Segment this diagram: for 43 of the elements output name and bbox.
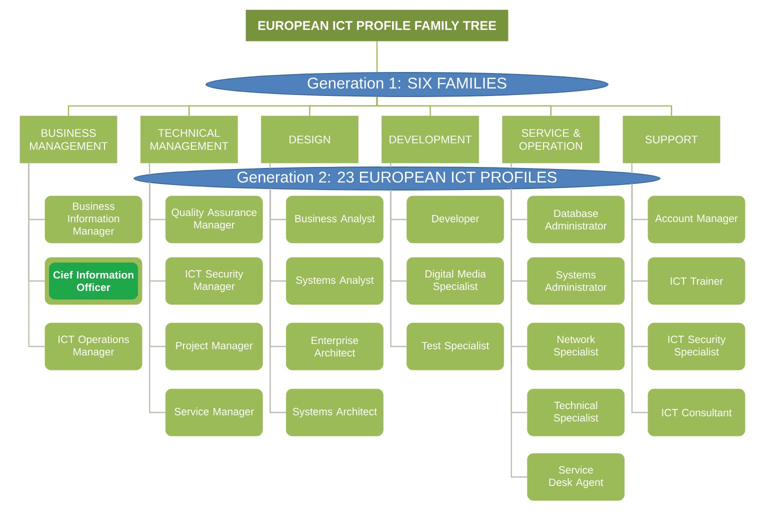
connector-line (28, 163, 45, 348)
profile-box: Account Manager (648, 196, 746, 244)
family-box: DESIGN (261, 116, 358, 164)
profile-box: Quality Assurance Manager (165, 196, 263, 244)
profile-box: Test Specialist (406, 322, 504, 370)
profile-box: ICT Security Specialist (648, 322, 746, 370)
profile-box: Systems Analyst (286, 257, 384, 305)
connector-line (631, 184, 648, 414)
connector-line (390, 190, 407, 348)
profile-box: Database Administrator (527, 196, 625, 244)
connector-line (149, 182, 166, 414)
profile-box: Systems Architect (286, 388, 384, 436)
connector-line (148, 163, 150, 175)
family-box: DEVELOPMENT (382, 116, 479, 164)
profile-box: Service Manager (165, 388, 263, 436)
profile-box: Enterprise Architect (286, 322, 384, 370)
family-box: BUSINESS MANAGEMENT (20, 116, 118, 164)
profile-box: Business Analyst (286, 196, 384, 244)
connector-line (631, 163, 633, 174)
profile-box: Network Specialist (527, 322, 625, 370)
connector-line (269, 163, 271, 168)
connector-line (376, 41, 378, 72)
connector-line (376, 96, 672, 116)
family-box: TECHNICAL MANAGEMENT (140, 116, 238, 164)
family-box: SERVICE & OPERATION (502, 116, 600, 164)
profile-box: ICT Security Manager (165, 257, 263, 305)
profile-box: Service Desk Agent (527, 453, 625, 501)
profile-box: Project Manager (165, 322, 263, 370)
connector-line (270, 188, 286, 414)
connector-line (390, 163, 392, 168)
profile-box: Cief Information Officer (44, 257, 142, 305)
profile-box: Digital Media Specialist (406, 257, 504, 305)
profile-box: Developer (406, 196, 504, 244)
profile-box: Systems Administrator (527, 257, 625, 305)
family-box: SUPPORT (622, 116, 720, 164)
profile-box: ICT Operations Manager (44, 322, 142, 370)
profile-box: ICT Consultant (648, 388, 746, 436)
connector-line (510, 163, 512, 168)
profile-box: Business Information Manager (44, 196, 142, 244)
profile-box: ICT Trainer (648, 257, 746, 305)
profile-box: Technical Specialist (527, 388, 625, 436)
connector-line (510, 188, 528, 478)
title-box: EUROPEAN ICT PROFILE FAMILY TREE (246, 10, 508, 42)
